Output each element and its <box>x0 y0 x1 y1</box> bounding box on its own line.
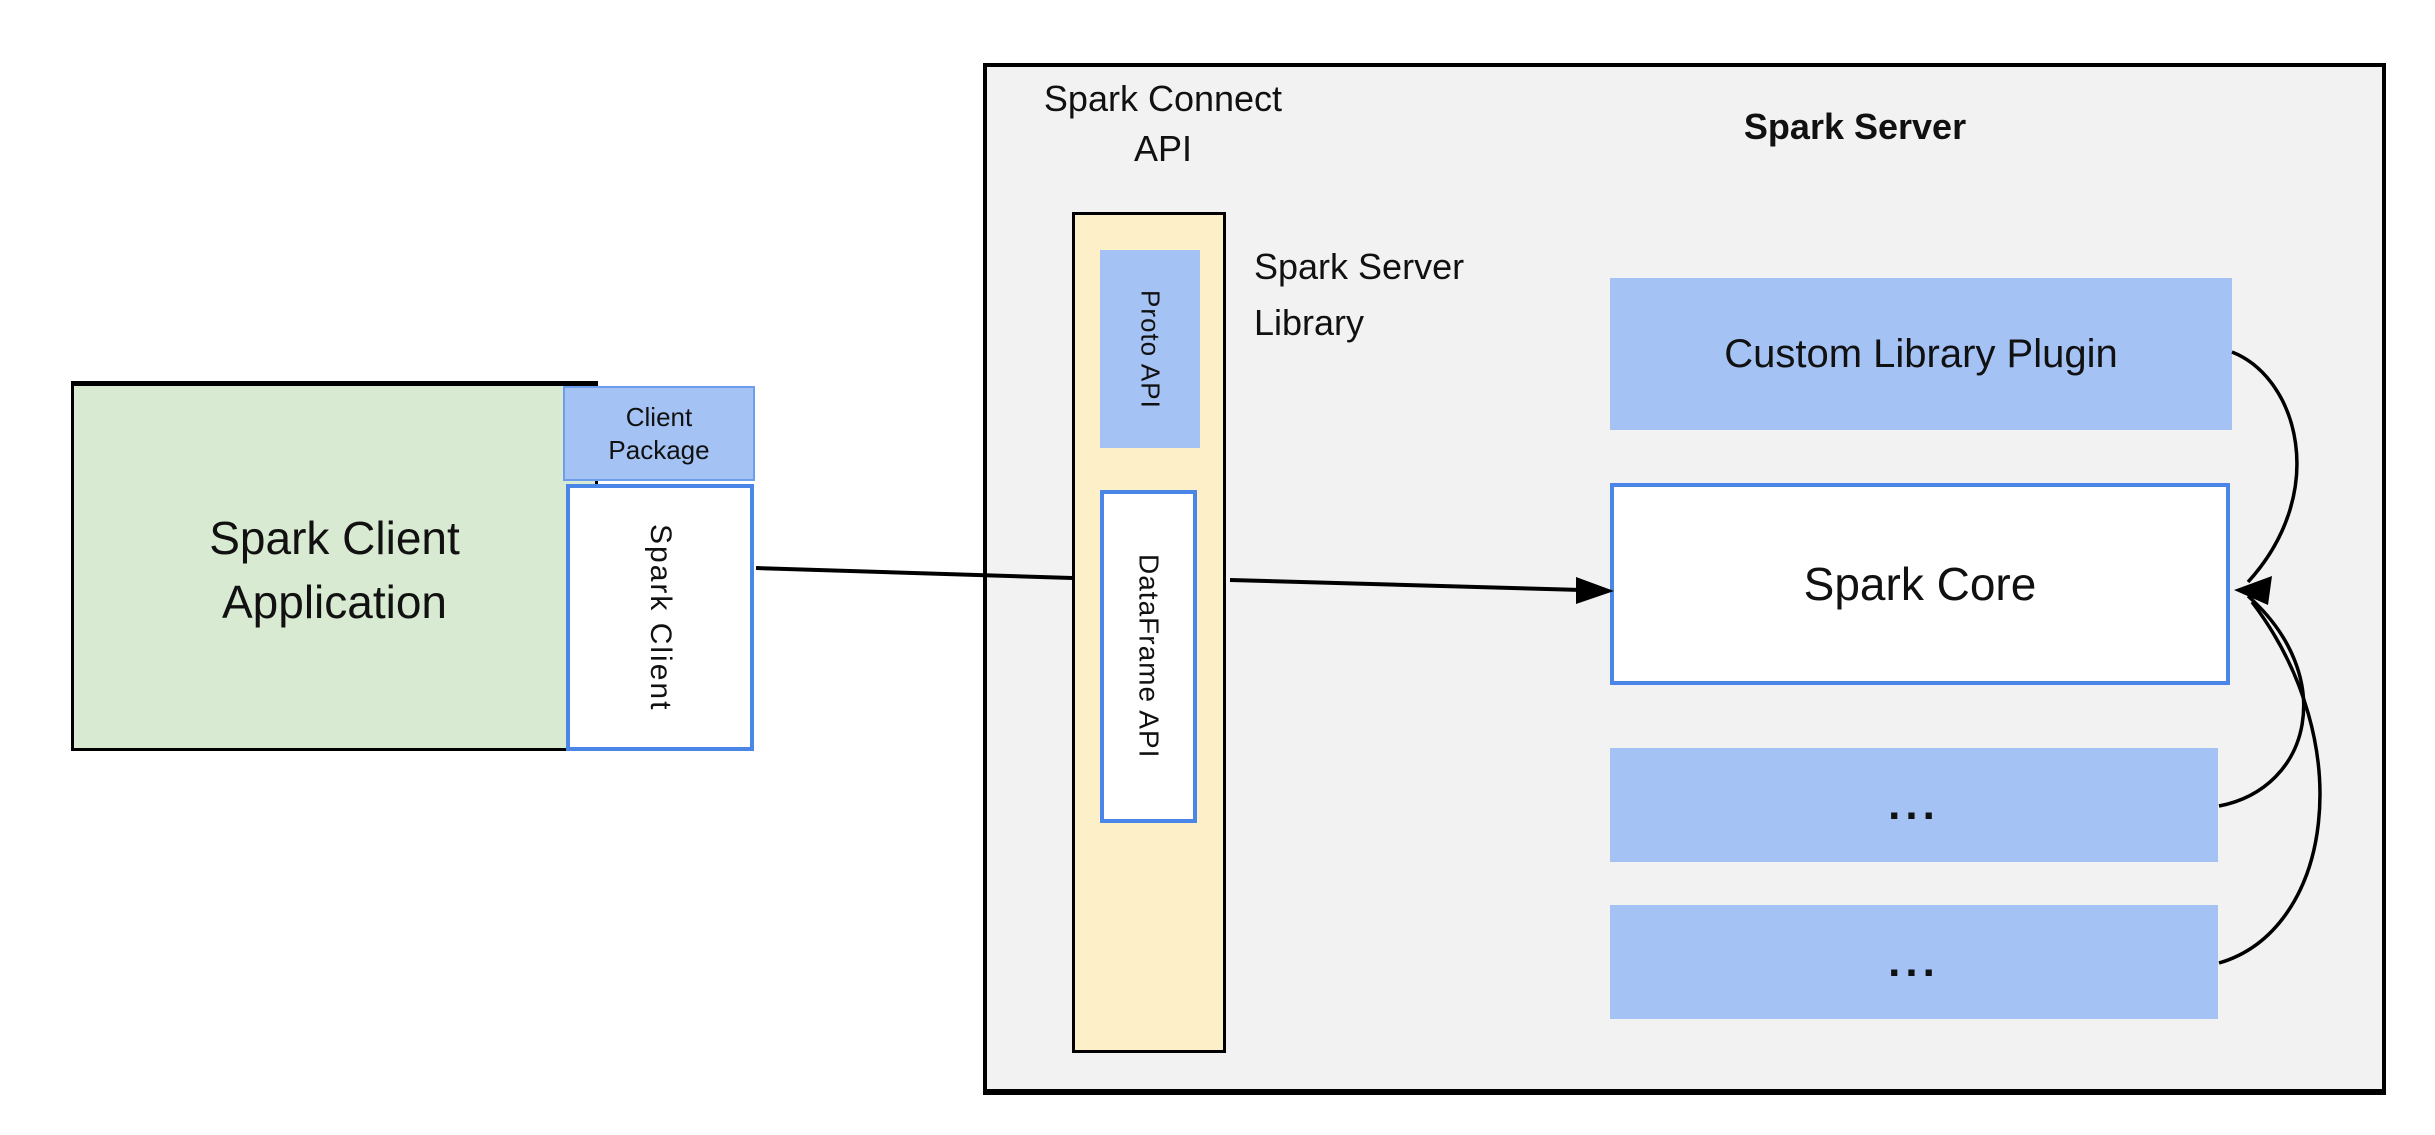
custom-library-plugin-box: Custom Library Plugin <box>1610 278 2232 430</box>
spark-core-label: Spark Core <box>1803 558 2037 610</box>
client-application-label-line1: Spark Client <box>209 512 460 564</box>
client-application-label-line2: Application <box>221 576 448 628</box>
proto-api-label: Proto API <box>1135 289 1166 409</box>
dataframe-api-label: DataFrame API <box>1133 554 1165 759</box>
plugin-slot-1: ... <box>1610 748 2218 862</box>
client-package-label-line1: Client <box>625 401 693 432</box>
dataframe-api-box: DataFrame API <box>1100 490 1197 823</box>
spark-client-box: Spark Client <box>566 484 754 751</box>
plugin-slot-2: ... <box>1610 905 2218 1019</box>
spark-server-library-label-line1: Spark Server <box>1254 246 1465 287</box>
client-package-box: Client Package <box>563 386 755 481</box>
plugin-slot-1-label: ... <box>1888 780 1940 829</box>
plugin-slot-2-label: ... <box>1888 937 1940 986</box>
spark-connect-api-title-line1: Spark Connect <box>1043 78 1283 119</box>
spark-connect-api-title-line2: API <box>1133 128 1193 169</box>
client-application-label: Spark Client Application <box>71 506 598 634</box>
client-package-label-line2: Package <box>608 434 710 465</box>
custom-library-plugin-label: Custom Library Plugin <box>1724 331 2118 376</box>
spark-client-label: Spark Client <box>644 523 677 712</box>
client-application-box <box>71 381 598 751</box>
spark-server-library-label-line2: Library <box>1254 302 1365 343</box>
spark-server-title: Spark Server <box>1743 106 1967 147</box>
spark-connect-api-title: Spark Connect API <box>1003 74 1323 174</box>
spark-server-library-label: Spark Server Library <box>1254 239 1654 351</box>
spark-core-box: Spark Core <box>1610 483 2230 685</box>
proto-api-box: Proto API <box>1100 250 1200 448</box>
